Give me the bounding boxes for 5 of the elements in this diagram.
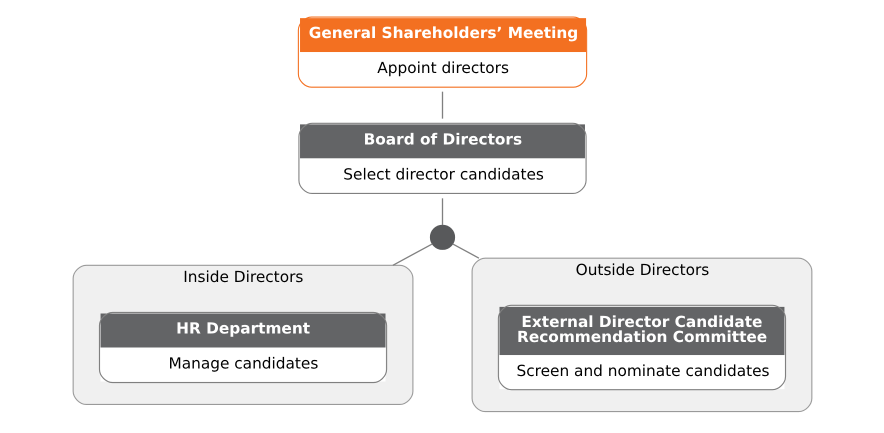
- connector: [441, 198, 443, 226]
- connector: [392, 243, 432, 266]
- connector: [452, 243, 479, 259]
- connector: [441, 92, 443, 119]
- node-circle: [429, 224, 455, 250]
